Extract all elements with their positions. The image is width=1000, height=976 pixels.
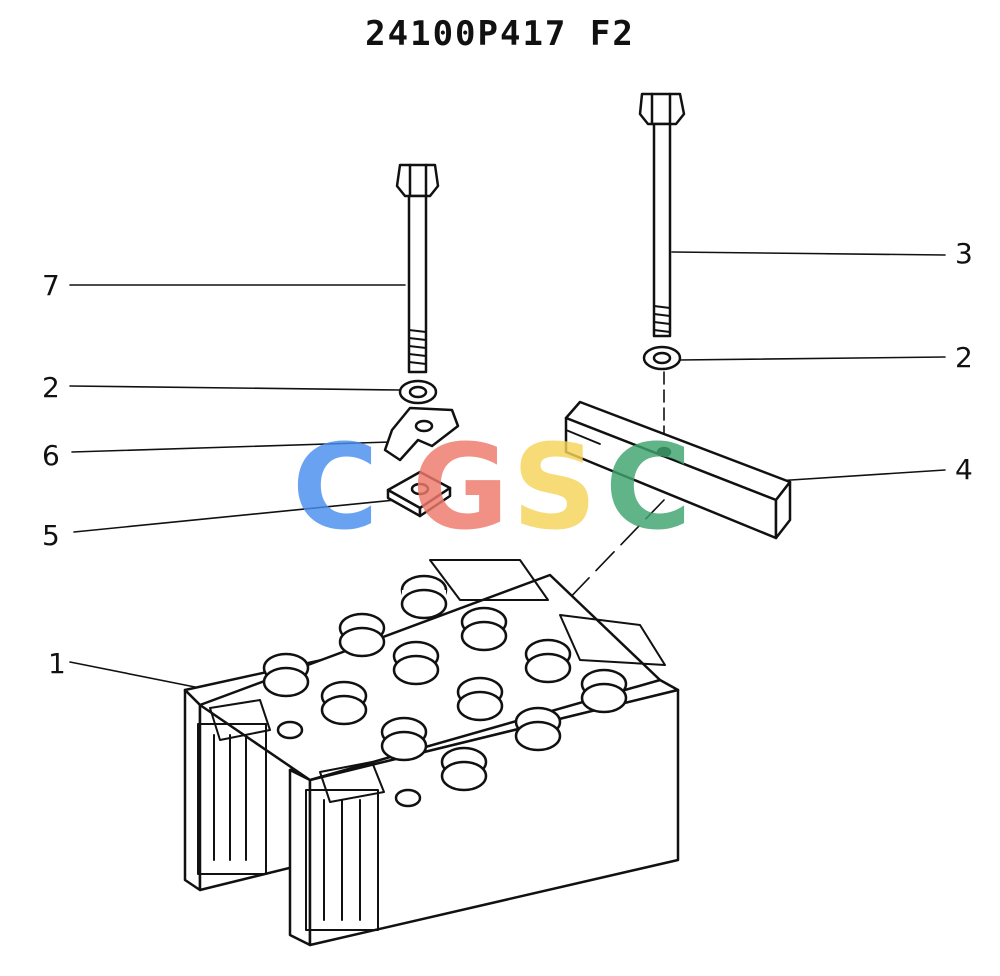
callout-7: 7 bbox=[42, 269, 60, 302]
battery-pair bbox=[183, 559, 680, 947]
watermark: C G S C bbox=[292, 418, 692, 556]
long-bolt bbox=[638, 92, 686, 338]
short-bolt bbox=[395, 163, 440, 374]
watermark-letter-s: S bbox=[512, 418, 597, 556]
square-nut bbox=[386, 470, 452, 518]
clamp-plate bbox=[383, 406, 460, 462]
watermark-letter-c1: C bbox=[292, 418, 379, 556]
callout-1: 1 bbox=[48, 647, 66, 680]
hold-down-bar bbox=[564, 400, 792, 540]
watermark-letter-c2: C bbox=[605, 418, 692, 556]
drawing-number: 24100P417 F2 bbox=[365, 14, 635, 54]
lock-washer-right bbox=[642, 345, 682, 371]
leader-lines bbox=[69, 251, 946, 691]
lock-washer-left bbox=[398, 379, 438, 405]
callout-2-right: 2 bbox=[955, 341, 973, 374]
watermark-letter-g: G bbox=[412, 418, 509, 556]
callout-4: 4 bbox=[955, 453, 973, 486]
battery-caps bbox=[262, 574, 628, 808]
callout-3: 3 bbox=[955, 237, 973, 270]
callout-5: 5 bbox=[42, 519, 60, 552]
callout-6: 6 bbox=[42, 439, 60, 472]
callout-2-left: 2 bbox=[42, 371, 60, 404]
